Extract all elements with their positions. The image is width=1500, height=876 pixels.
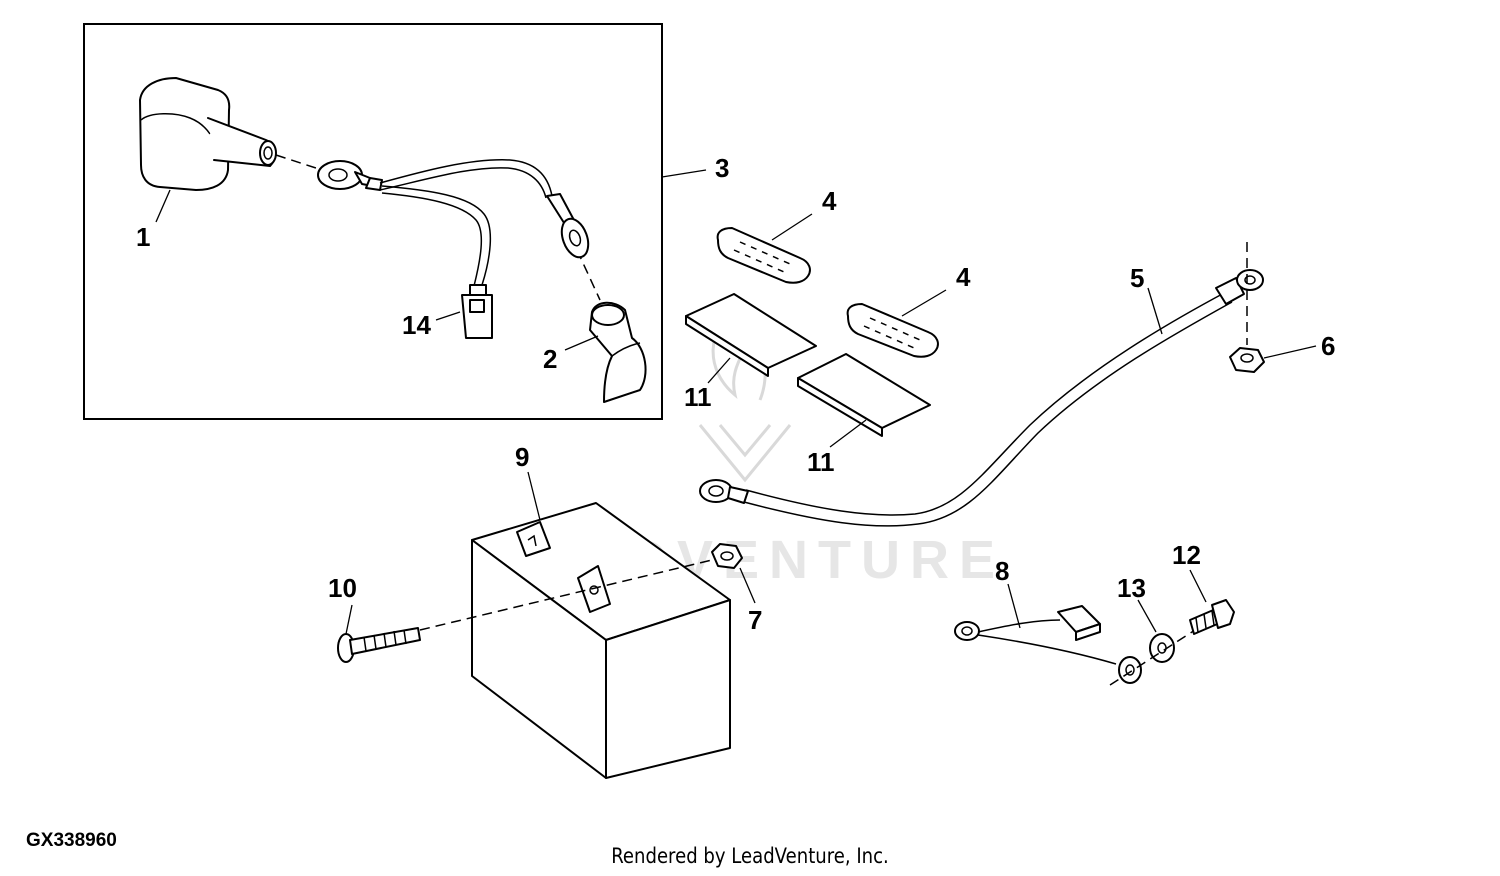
ground-wire-part-8 — [954, 605, 1142, 684]
screw-part-12 — [1109, 599, 1235, 686]
callout-12: 12 — [1172, 540, 1201, 570]
callout-4a: 4 — [822, 186, 837, 216]
credit-text: Rendered by LeadVenture, Inc. — [611, 844, 889, 868]
bolt-part-10 — [337, 559, 713, 663]
battery-part-9 — [471, 502, 731, 779]
pad-part-11-a — [685, 293, 817, 377]
battery-cable-part-5 — [699, 269, 1264, 527]
diagram-id: GX338960 — [26, 830, 117, 851]
kit-frame — [83, 23, 663, 420]
callout-10: 10 — [328, 573, 357, 603]
callout-4b: 4 — [956, 262, 971, 292]
nut-part-7 — [711, 543, 743, 569]
pad-part-11-b — [797, 353, 931, 437]
callout-11a: 11 — [684, 382, 712, 412]
callout-2: 2 — [543, 344, 557, 374]
terminal-cover-part-1 — [139, 77, 277, 191]
callout-13: 13 — [1117, 573, 1146, 603]
leader-lines — [155, 169, 1317, 635]
callout-11b: 11 — [807, 447, 835, 477]
callout-7: 7 — [748, 605, 762, 635]
connector-part-14 — [461, 284, 493, 339]
terminal-cover-part-2 — [589, 301, 647, 403]
callout-14: 14 — [402, 310, 431, 340]
callout-5: 5 — [1130, 263, 1144, 293]
harness-part-3 — [317, 159, 590, 287]
callout-8: 8 — [995, 556, 1009, 586]
callout-3: 3 — [715, 153, 729, 183]
callout-9: 9 — [515, 442, 529, 472]
callout-6: 6 — [1321, 331, 1335, 361]
callout-1: 1 — [136, 222, 150, 252]
pad-part-4-a — [716, 227, 811, 284]
nut-part-6 — [1229, 347, 1265, 373]
washer-part-13 — [1149, 633, 1175, 663]
pad-part-4-b — [846, 303, 939, 358]
